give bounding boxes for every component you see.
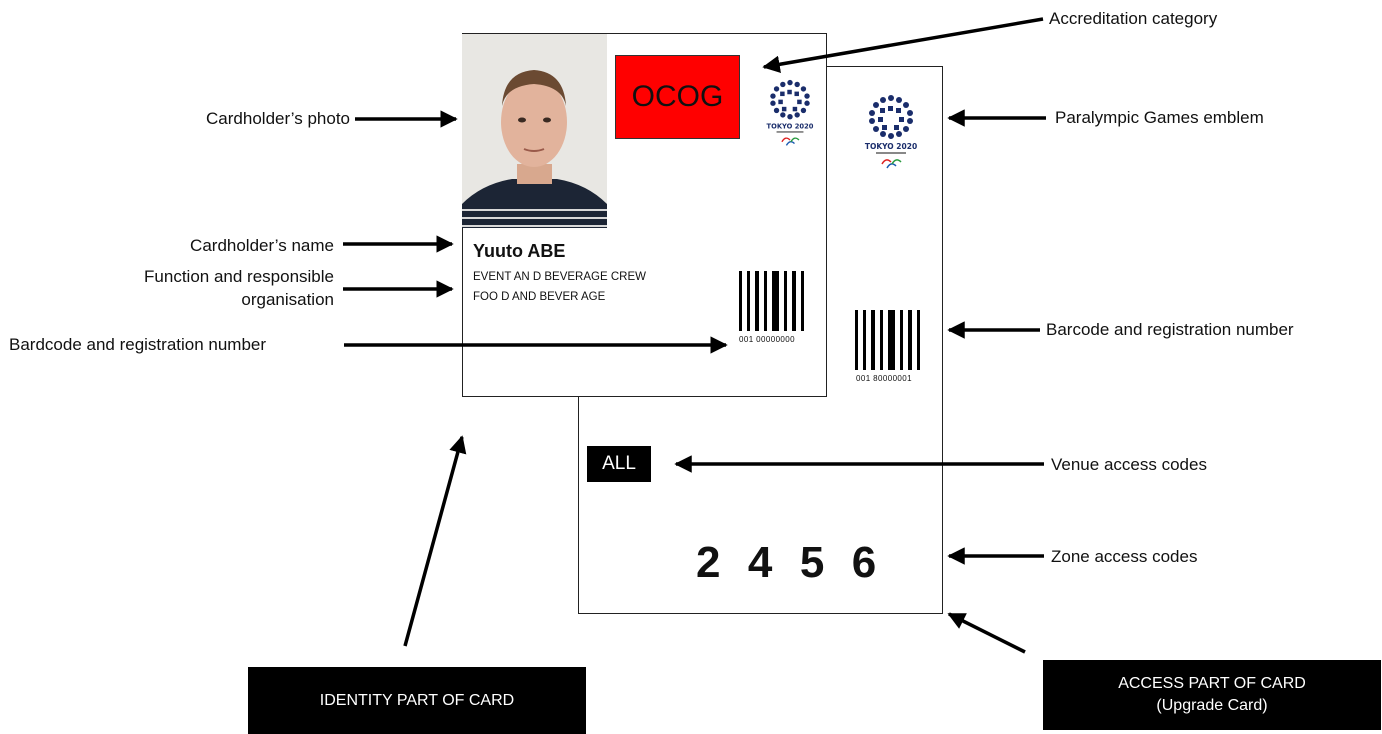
identity-part-label: IDENTITY PART OF CARD [319,691,515,709]
label-cardholder-photo: Cardholder’s photo [206,109,350,128]
svg-text:TOKYO 2020: TOKYO 2020 [865,142,917,151]
label-zone-access: Zone access codes [1051,547,1198,566]
paralympic-emblem-icon: TOKYO 2020 [862,92,920,174]
label-barcode-right: Barcode and registration number [1046,320,1294,339]
arrow-accreditation [762,17,1044,73]
identity-registration-number: 001 00000000 [739,335,795,344]
label-accreditation-category: Accreditation category [1049,9,1218,28]
label-cardholder-name: Cardholder’s name [190,236,334,255]
access-part-label-line-2: (Upgrade Card) [1156,697,1268,714]
venue-access-code: ALL [587,446,651,482]
paralympic-emblem-icon: TOKYO 2020 [764,77,816,151]
label-venue-access: Venue access codes [1051,455,1207,474]
svg-text:TOKYO 2020: TOKYO 2020 [767,122,814,130]
zone-access-codes: 2 4 5 6 [696,538,878,587]
cardholder-photo [462,34,607,228]
accreditation-category-badge: OCOG [615,55,740,139]
label-paralympic-emblem: Paralympic Games emblem [1055,108,1264,127]
function-line-2: FOO D AND BEVER AGE [473,291,606,303]
label-bardcode-left: Bardcode and registration number [9,335,267,354]
identity-barcode [739,271,804,331]
arrow-access [947,612,1026,654]
access-registration-number: 001 80000001 [856,374,912,383]
label-function-line-1: Function and responsible [144,267,334,286]
label-function-line-2: organisation [241,290,334,309]
accreditation-category-text: OCOG [631,80,724,113]
arrow-identity [403,435,467,647]
identity-part-box: IDENTITY PART OF CARD [248,667,586,734]
access-part-box: ACCESS PART OF CARD (Upgrade Card) [1043,660,1381,730]
function-line-1: EVENT AN D BEVERAGE CREW [473,271,646,283]
cardholder-name: Yuuto ABE [473,241,566,261]
access-barcode [855,310,920,370]
access-part-label-line-1: ACCESS PART OF CARD [1118,675,1306,693]
